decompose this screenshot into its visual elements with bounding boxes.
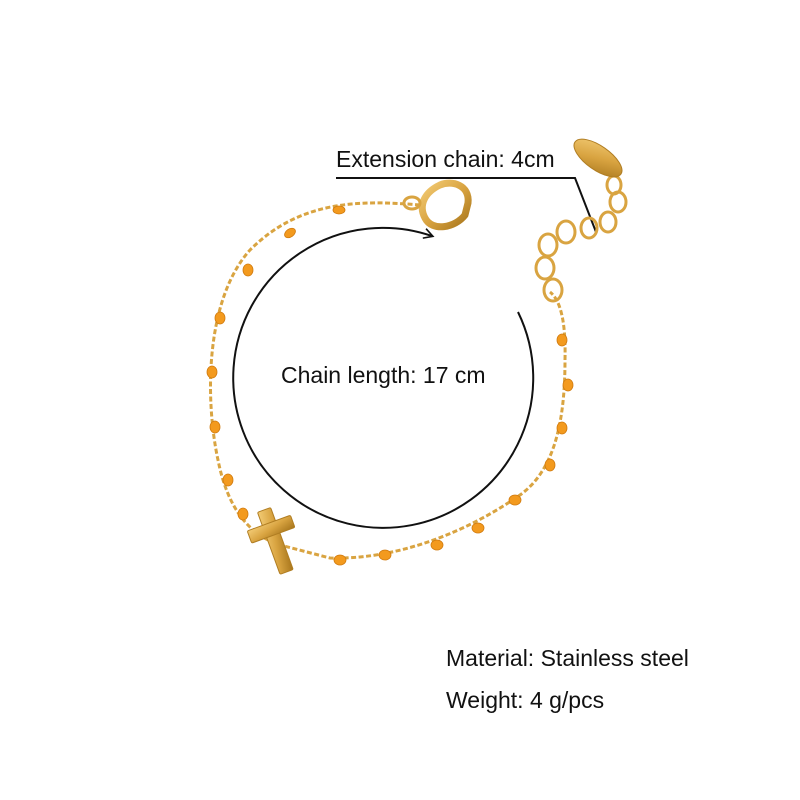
chain-length-label: Chain length: 17 cm — [281, 362, 486, 388]
extension-chain-label: Extension chain: 4cm — [336, 146, 555, 172]
orange-beads — [206, 205, 574, 566]
brand-tag — [573, 138, 623, 178]
lobster-clasp — [402, 179, 472, 231]
bracelet-chain — [209, 201, 567, 560]
material-label: Material: Stainless steel — [446, 645, 689, 671]
weight-label: Weight: 4 g/pcs — [446, 687, 605, 713]
chain-length-arc — [232, 226, 535, 529]
cross-charm — [247, 507, 295, 575]
extension-leader-line — [336, 177, 597, 233]
